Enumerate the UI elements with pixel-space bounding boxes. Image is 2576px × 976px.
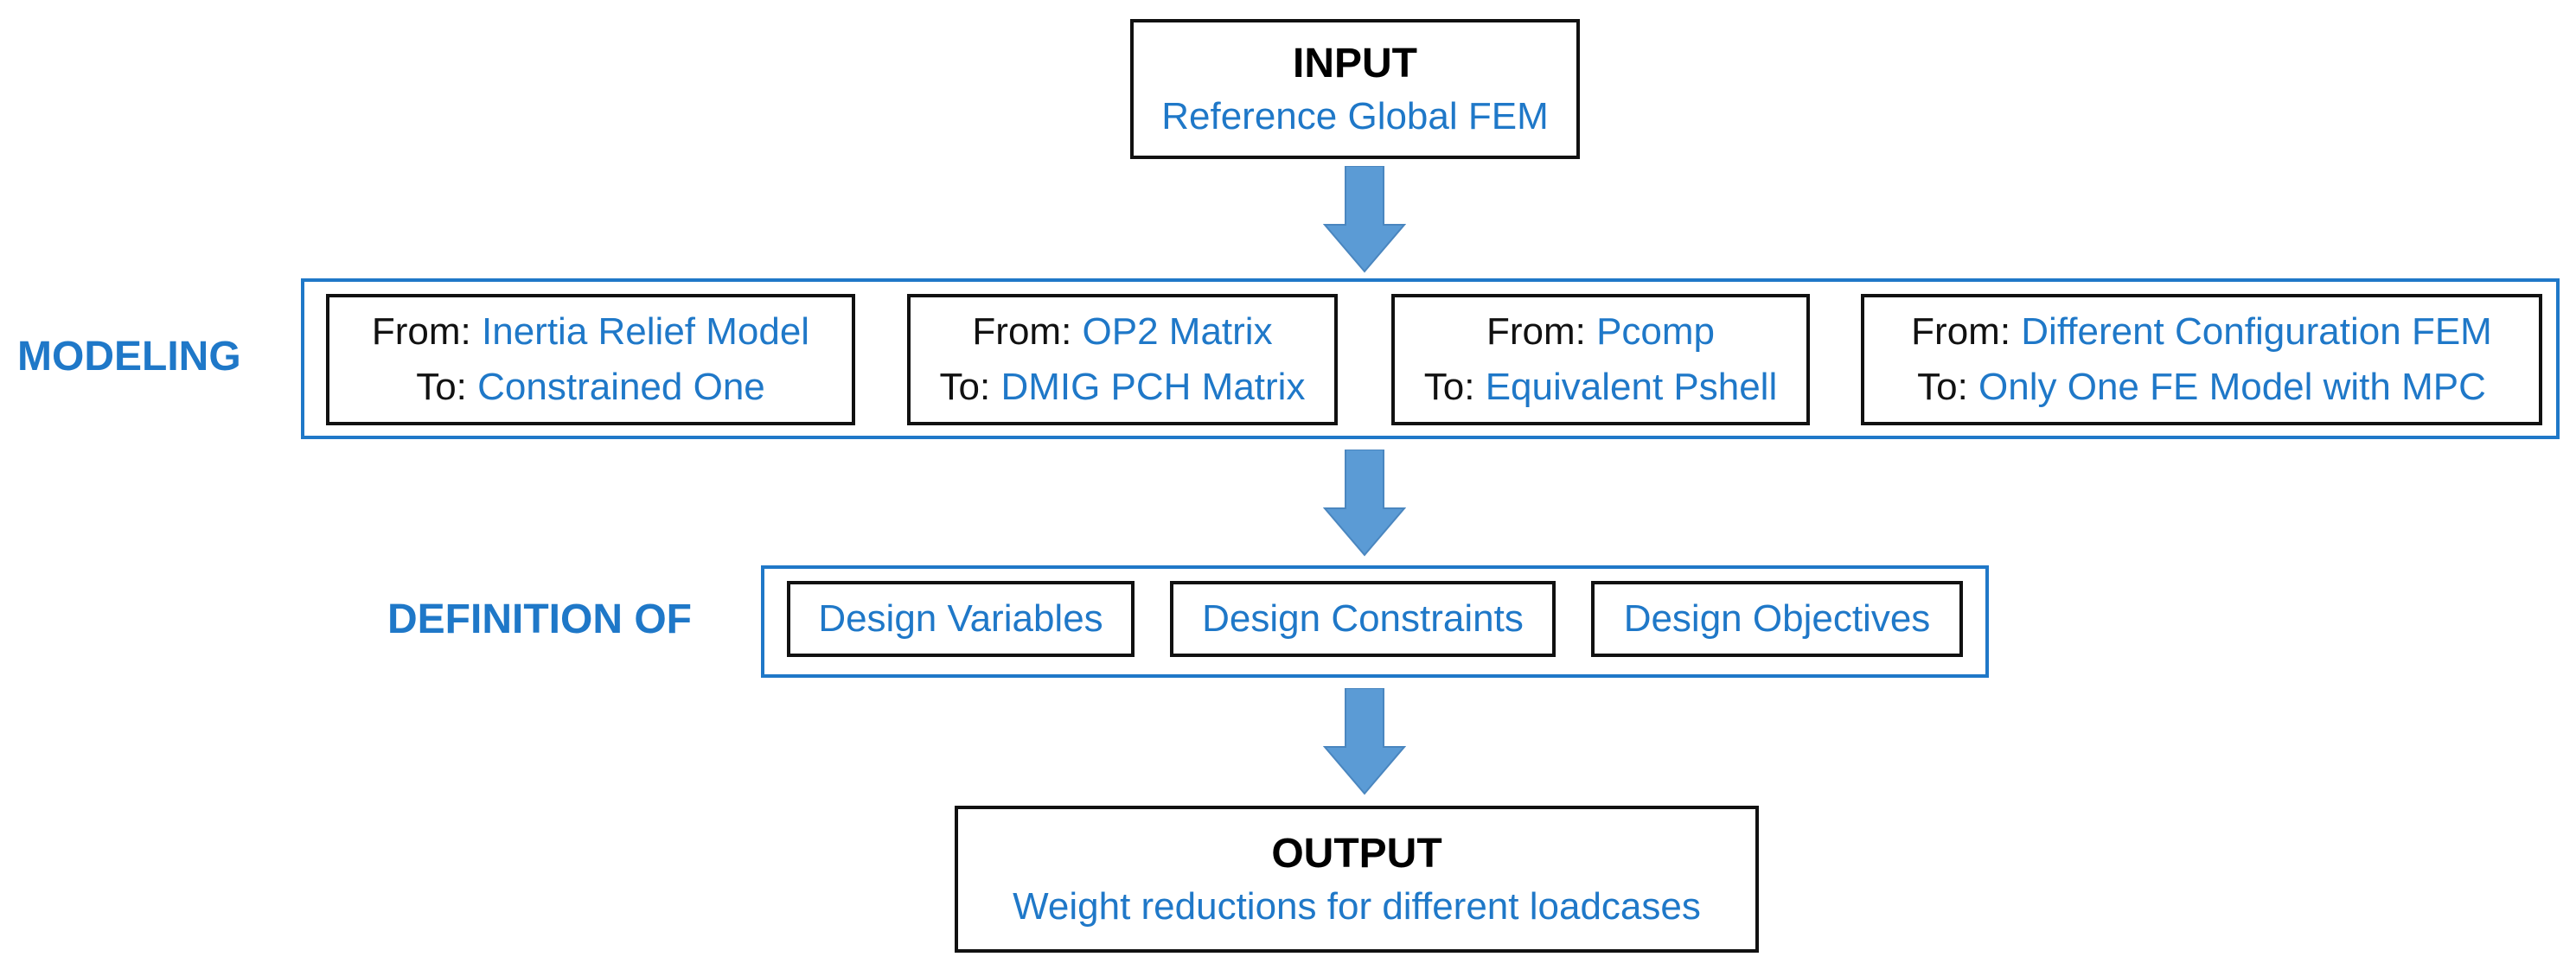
design-objectives-box: Design Objectives: [1591, 581, 1963, 657]
to-prefix: To:: [1423, 366, 1486, 408]
to-prefix: To:: [939, 366, 1001, 408]
down-arrow-icon: [1323, 688, 1406, 795]
from-value: OP2 Matrix: [1082, 310, 1273, 354]
output-subtitle: Weight reductions for different loadcase…: [1013, 884, 1701, 928]
to-prefix: To:: [416, 366, 478, 408]
from-prefix: From:: [1486, 310, 1597, 354]
design-constraints-box: Design Constraints: [1170, 581, 1556, 657]
to-prefix: To:: [1917, 366, 1979, 408]
design-variables-box: Design Variables: [787, 581, 1135, 657]
modeling-box-4: From: Different Configuration FEM To: On…: [1861, 294, 2542, 425]
output-title: OUTPUT: [1271, 831, 1442, 877]
modeling-box-2: From: OP2 Matrix To: DMIG PCH Matrix: [907, 294, 1338, 425]
from-prefix: From:: [371, 310, 483, 354]
modeling-box-1: From: Inertia Relief Model To: Constrain…: [326, 294, 855, 425]
modeling-box-3: From: Pcomp To: Equivalent Pshell: [1391, 294, 1810, 425]
input-box: INPUT Reference Global FEM: [1130, 19, 1580, 159]
from-value: Pcomp: [1596, 310, 1716, 354]
input-title: INPUT: [1293, 41, 1417, 87]
from-prefix: From:: [1911, 310, 2022, 354]
output-box: OUTPUT Weight reductions for different l…: [955, 806, 1759, 953]
modeling-label: MODELING: [17, 334, 241, 380]
down-arrow-icon: [1323, 450, 1406, 557]
to-value: DMIG PCH Matrix: [1000, 366, 1306, 408]
to-value: Only One FE Model with MPC: [1978, 366, 2486, 408]
from-value: Different Configuration FEM: [2021, 310, 2492, 354]
definition-label: DEFINITION OF: [387, 596, 692, 642]
from-value: Inertia Relief Model: [482, 310, 810, 354]
to-value: Equivalent Pshell: [1485, 366, 1778, 408]
from-prefix: From:: [972, 310, 1083, 354]
to-value: Constrained One: [477, 366, 765, 408]
input-subtitle: Reference Global FEM: [1161, 94, 1549, 137]
down-arrow-icon: [1323, 166, 1406, 273]
